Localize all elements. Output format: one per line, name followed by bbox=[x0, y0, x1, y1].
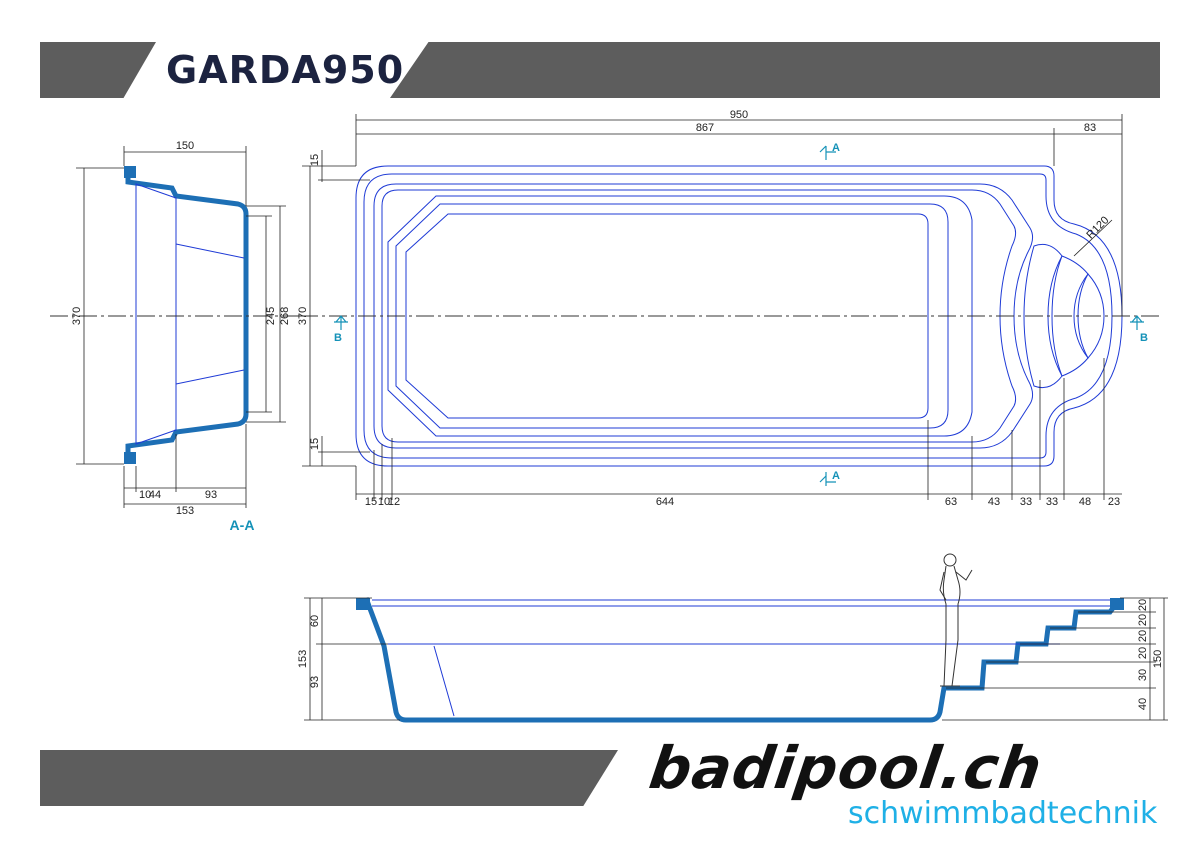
dim-step-h-1: 20 bbox=[1137, 614, 1149, 626]
dim-step-h-4: 30 bbox=[1137, 669, 1149, 681]
plan-view bbox=[355, 165, 1123, 467]
dim-step-h-2: 20 bbox=[1137, 630, 1149, 642]
dim-step-h-3: 20 bbox=[1137, 647, 1149, 659]
dim-step-0: 63 bbox=[945, 496, 957, 508]
dim-inner-268: 268 bbox=[279, 307, 291, 325]
dim-step-total: 150 bbox=[1152, 650, 1164, 668]
section-seat-lines bbox=[175, 243, 245, 385]
dim-top-width: 150 bbox=[176, 140, 194, 152]
plan-view-dimensions: 950 867 83 370 15 15 R120 15 10 12 644 6… bbox=[297, 109, 1160, 508]
plan-rim-line-4 bbox=[381, 189, 1017, 443]
plan-pool-basin-mid bbox=[395, 203, 949, 429]
dim-step-1: 43 bbox=[988, 496, 1000, 508]
dim-pool-length: 644 bbox=[656, 496, 674, 508]
section-view-a-a: 150 370 245 268 10 44 93 153 A-A bbox=[50, 140, 300, 533]
plan-rim-line-2 bbox=[363, 173, 1113, 459]
dim-edge-bottom: 15 bbox=[309, 438, 321, 450]
dim-step-5: 23 bbox=[1108, 496, 1120, 508]
plan-outer-rim bbox=[355, 165, 1123, 467]
dim-step-3: 33 bbox=[1046, 496, 1058, 508]
cut-marker-b-right-icon bbox=[1130, 315, 1144, 330]
dim-bottom-total: 153 bbox=[176, 505, 194, 517]
pool-model-title: GARDA950 bbox=[166, 48, 405, 92]
cut-marker-a-bottom-icon bbox=[819, 472, 836, 486]
dim-step-4: 48 bbox=[1079, 496, 1091, 508]
plan-pool-basin-outer bbox=[387, 195, 973, 437]
footer-band bbox=[40, 750, 618, 806]
dim-edge-top: 15 bbox=[309, 154, 321, 166]
brand-tagline: schwimmbadtechnik bbox=[848, 796, 1158, 831]
plan-step-3 bbox=[1077, 273, 1105, 359]
dim-depth-total: 153 bbox=[297, 650, 309, 668]
dim-length-end: 83 bbox=[1084, 122, 1096, 134]
dim-bottom-b: 44 bbox=[149, 489, 161, 501]
cut-marker-a-top-icon bbox=[819, 145, 836, 160]
dim-left-12: 12 bbox=[388, 496, 400, 508]
dim-step-h-0: 20 bbox=[1137, 599, 1149, 611]
dim-step-2: 33 bbox=[1020, 496, 1032, 508]
header-band-right bbox=[390, 42, 1160, 98]
section-rim-flanges bbox=[124, 166, 136, 464]
dim-length-main: 867 bbox=[696, 122, 714, 134]
plan-pool-basin-inner bbox=[405, 213, 929, 419]
dim-step-h-5: 40 bbox=[1137, 698, 1149, 710]
dim-depth-upper: 60 bbox=[309, 615, 321, 627]
section-inner-outline bbox=[135, 183, 177, 445]
dim-depth-lower: 93 bbox=[309, 676, 321, 688]
dim-left-15: 15 bbox=[365, 496, 377, 508]
dim-inner-245: 245 bbox=[265, 307, 277, 325]
dim-length-total: 950 bbox=[730, 109, 748, 121]
long-section-view: 153 60 93 20 20 20 20 30 40 150 bbox=[297, 553, 1168, 723]
dim-plan-width: 370 bbox=[297, 307, 309, 325]
dim-left-10: 10 bbox=[378, 496, 390, 508]
dim-bottom-c: 93 bbox=[205, 489, 217, 501]
section-label: A-A bbox=[230, 517, 255, 533]
swimmer-figure-icon bbox=[939, 553, 973, 687]
long-section-shell bbox=[363, 597, 1118, 723]
cut-label-a-top: A bbox=[832, 142, 840, 154]
dim-section-height: 370 bbox=[71, 307, 83, 325]
cut-label-b-right: B bbox=[1140, 332, 1148, 344]
dim-bottom-a: 10 bbox=[139, 489, 151, 501]
section-shell bbox=[125, 172, 249, 456]
long-section-inner-lines bbox=[372, 599, 1110, 717]
cut-marker-b-left-icon bbox=[334, 315, 348, 330]
cut-label-a-bottom: A bbox=[832, 470, 840, 482]
cut-label-b-left: B bbox=[334, 332, 342, 344]
plan-rim-line-3 bbox=[373, 183, 1034, 449]
